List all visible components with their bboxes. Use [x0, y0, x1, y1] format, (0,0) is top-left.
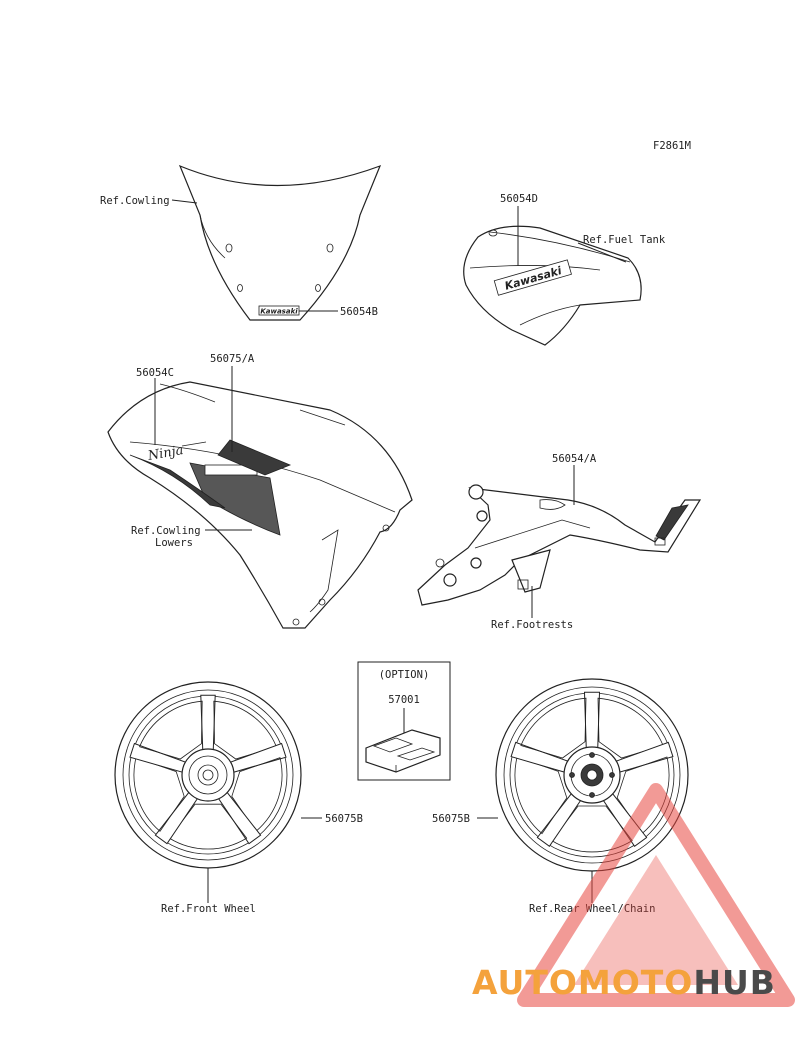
label-ref-cowling: Ref.Cowling	[100, 195, 170, 207]
wheel-window	[139, 700, 203, 760]
figure-code: F2861M	[653, 140, 691, 152]
label-ref-cowling-lowers-2: Lowers	[155, 537, 193, 549]
label-57001: 57001	[388, 694, 420, 706]
watermark-logo	[517, 783, 795, 1007]
watermark-text-part2: HUB	[693, 963, 776, 1002]
label-ref-fuel-tank: Ref.Fuel Tank	[583, 234, 666, 246]
windshield-decal-text: Kawasaki	[260, 308, 298, 316]
label-option: (OPTION)	[379, 669, 430, 681]
label-ref-front-wheel: Ref.Front Wheel	[161, 903, 256, 915]
watermark-triangle-inner	[574, 855, 738, 985]
wheel-window	[520, 697, 587, 759]
wheel-spoke	[583, 691, 601, 751]
wheel-spoke	[200, 694, 216, 753]
label-56054A: 56054/A	[552, 453, 597, 465]
label-56075B-rear: 56075B	[432, 813, 470, 825]
windshield-part[interactable]	[178, 164, 382, 321]
label-56075B-front: 56075B	[325, 813, 363, 825]
label-56054B: 56054B	[340, 306, 378, 318]
label-56054D: 56054D	[500, 193, 538, 205]
tool-57001-part[interactable]	[365, 729, 441, 773]
label-ref-footrests: Ref.Footrests	[491, 619, 573, 631]
label-ref-cowling-lowers-1: Ref.Cowling	[131, 525, 201, 537]
watermark-text: AUTOMOTOHUB	[472, 963, 776, 1002]
label-56075A: 56075/A	[210, 353, 255, 365]
cowl-decal-text: Ninja	[146, 443, 185, 464]
decal-56054B[interactable]: Kawasaki	[258, 305, 300, 316]
side-cowling-part[interactable]	[107, 381, 413, 629]
decal-56054C[interactable]: Ninja	[146, 441, 207, 464]
label-56054C: 56054C	[136, 367, 174, 379]
front-wheel-part[interactable]	[114, 681, 302, 869]
label-ref-rear-wheel: Ref.Rear Wheel/Chain	[529, 903, 655, 915]
frame-footrest-part[interactable]	[417, 484, 702, 606]
watermark-triangle-outer	[517, 783, 795, 1007]
watermark-text-part1: AUTOMOTO	[472, 963, 694, 1002]
fuel-tank-part[interactable]	[463, 225, 642, 346]
